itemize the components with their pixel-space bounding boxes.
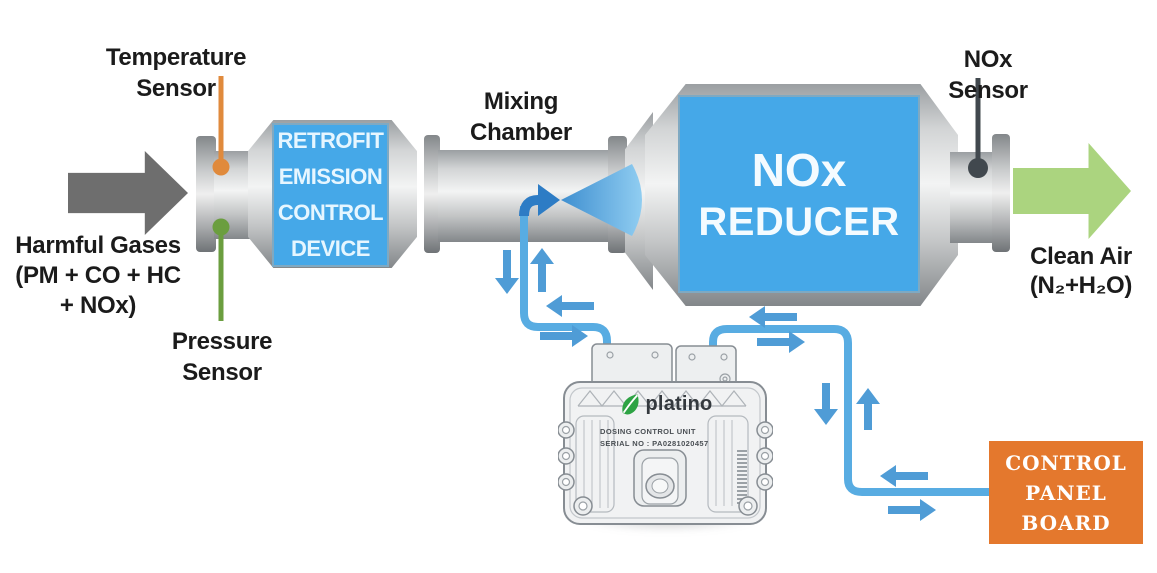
dosing-unit-serial: SERIAL NO : PA0281020457: [600, 439, 709, 448]
flow-arrow-up-1: [530, 248, 554, 292]
control-panel-label-line1: CONTROL: [1005, 450, 1127, 475]
flow-arrow-left-3: [880, 465, 928, 487]
outlet-flange: [992, 134, 1010, 252]
retrofit-label-line1: RETROFIT: [277, 128, 385, 153]
dosing-unit-name: DOSING CONTROL UNIT: [600, 427, 696, 436]
flow-arrow-down-1: [495, 250, 519, 294]
dcu-rib-band: [577, 390, 747, 407]
mid-flange-left: [424, 135, 440, 253]
clean-air-label: Clean Air (N₂+H₂O): [1029, 243, 1133, 299]
flow-arrow-down-2: [814, 383, 838, 425]
dosing-unit-brand: platino: [558, 392, 773, 417]
retrofit-device-panel: RETROFIT EMISSION CONTROL DEVICE: [272, 123, 389, 267]
nox-reducer-label-line1: NOx: [751, 144, 847, 196]
dosing-unit-drawing: [557, 343, 774, 525]
sensors: [212, 76, 988, 321]
injector-elbow: [519, 195, 539, 217]
pressure-sensor-tip: [212, 218, 230, 236]
temperature-sensor-label: Temperature Sensor: [105, 44, 247, 102]
flow-arrows: [495, 248, 936, 521]
control-panel-label-line2: PANEL BOARD: [1021, 480, 1111, 535]
nox-sensor-label: NOx Sensor: [948, 46, 1028, 104]
harmful-gases-label: Harmful Gases (PM + CO + HC + NOx): [15, 232, 181, 319]
dosing-control-unit: platino DOSING CONTROL UNIT SERIAL NO : …: [557, 338, 774, 533]
retrofit-label-line4: DEVICE: [291, 236, 370, 261]
flow-arrow-right-2: [757, 331, 805, 353]
flow-arrow-right-1: [540, 325, 588, 347]
pipe-injector-to-dcu: [520, 206, 611, 356]
nox-reducer-panel: NOx REDUCER: [678, 95, 920, 293]
mixing-chamber-label: Mixing Chamber: [470, 88, 572, 146]
retrofit-label-line2: EMISSION: [278, 164, 383, 189]
inlet-flange: [196, 136, 216, 252]
control-panel-board: CONTROL PANEL BOARD: [989, 441, 1143, 544]
nox-sensor-tip: [968, 158, 988, 178]
pressure-sensor-label: Pressure Sensor: [171, 328, 273, 386]
flow-arrow-left-1: [546, 295, 594, 317]
flow-arrow-right-3: [888, 499, 936, 521]
injector-arrowhead: [538, 184, 560, 216]
dosing-unit-brand-name: platino: [645, 393, 713, 415]
nox-reducer-label-line2: REDUCER: [698, 200, 900, 244]
retrofit-label-line3: CONTROL: [277, 200, 384, 225]
dosing-pipes: [520, 206, 992, 496]
temperature-sensor-tip: [212, 158, 230, 176]
flow-arrow-up-2: [856, 388, 880, 430]
pipe-dcu-to-control-panel: [709, 325, 992, 496]
spray-cone: [561, 164, 642, 236]
flow-arrow-left-2: [749, 306, 797, 328]
mixing-injector: [519, 164, 642, 236]
platino-leaf-icon: [621, 394, 639, 415]
